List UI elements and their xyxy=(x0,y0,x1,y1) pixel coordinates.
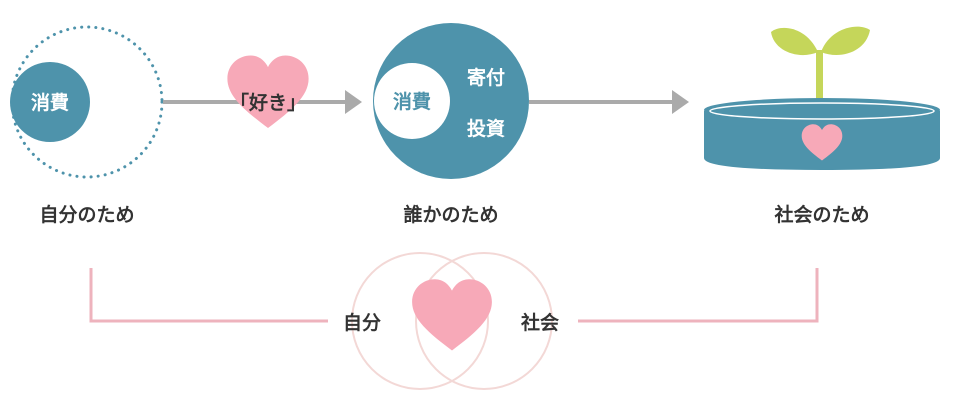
self-label: 自分 xyxy=(343,311,381,334)
stage-self: 消費 自分のため xyxy=(10,25,164,226)
donation-label: 寄付 xyxy=(467,66,505,89)
bottom-left-bracket xyxy=(89,268,328,323)
arrow-self-to-others: 「好き」 xyxy=(163,55,362,128)
self-consumption-label: 消費 xyxy=(31,91,69,114)
bottom-right-bracket xyxy=(578,268,819,323)
pot-rim-line xyxy=(709,102,935,120)
society-caption: 社会のため xyxy=(773,203,869,226)
arrow1-head xyxy=(345,90,362,114)
sprout-stem xyxy=(816,50,823,110)
arrow2-head xyxy=(672,90,689,114)
bottom-connection: 自分 社会 xyxy=(89,252,819,390)
arrow-others-to-society xyxy=(529,90,689,114)
venn-right-circle xyxy=(415,252,553,390)
self-caption: 自分のため xyxy=(39,203,134,226)
others-consumption-label: 消費 xyxy=(393,90,431,113)
others-big-circle xyxy=(373,23,529,179)
center-heart-icon xyxy=(412,279,492,351)
venn-left-circle xyxy=(351,252,489,390)
sprout-right-leaf-icon xyxy=(821,26,870,56)
self-consumption-circle xyxy=(10,62,90,142)
sprout-left-leaf-icon xyxy=(771,27,818,56)
society-label: 社会 xyxy=(520,311,559,334)
like-label: 「好き」 xyxy=(230,91,306,114)
others-consumption-circle xyxy=(374,63,450,139)
stage-others: 消費 寄付 投資 誰かのため xyxy=(373,23,529,226)
stage-society: 社会のため xyxy=(704,26,940,226)
others-caption: 誰かのため xyxy=(403,203,498,226)
investment-label: 投資 xyxy=(467,117,505,140)
